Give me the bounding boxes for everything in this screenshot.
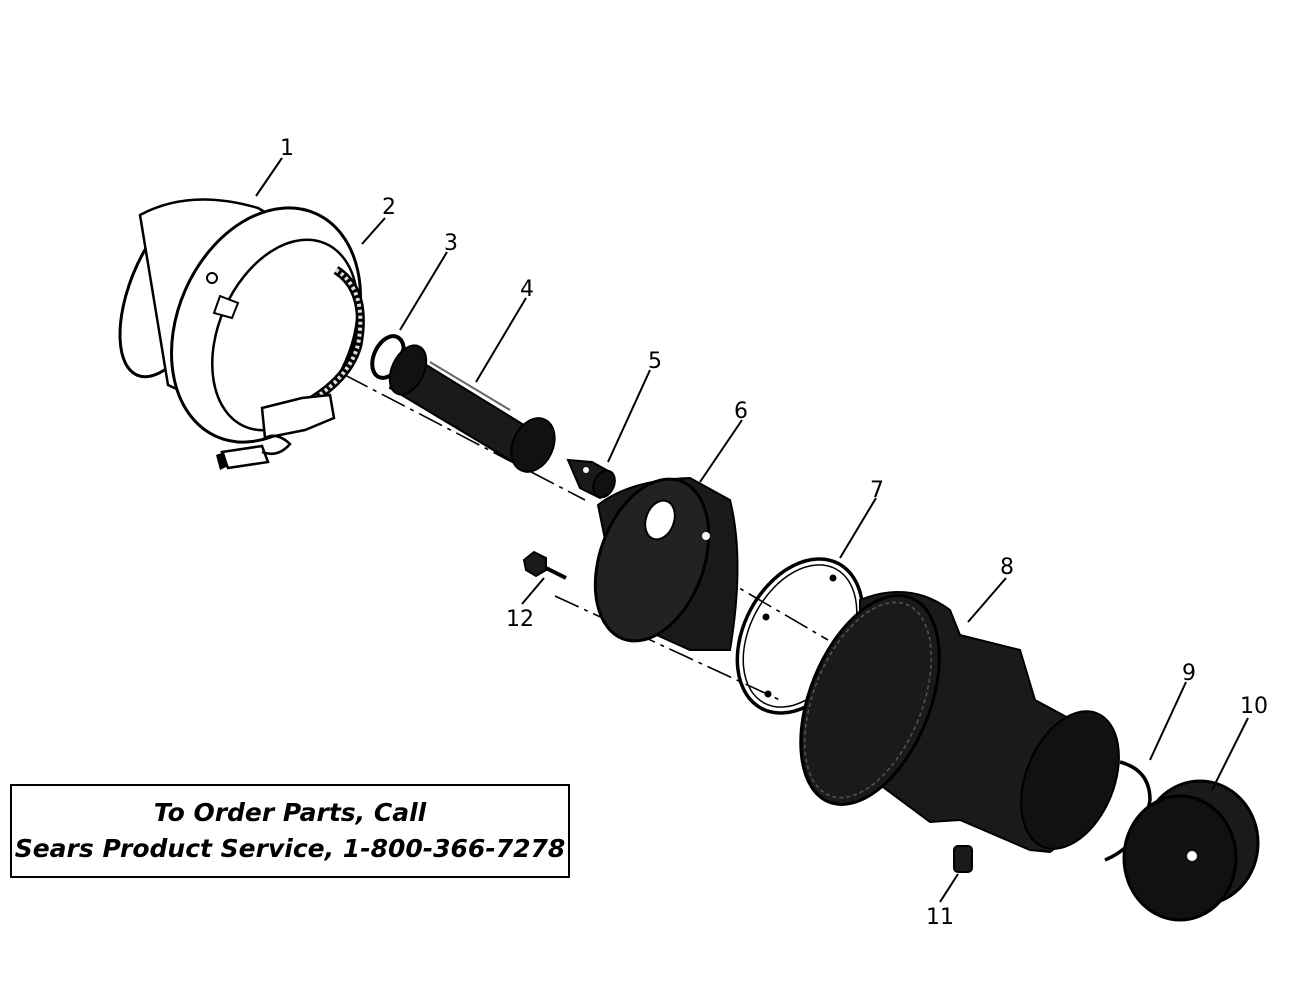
leader-5 — [607, 369, 651, 463]
part-4-tube — [388, 344, 556, 473]
part-2-clamp — [216, 266, 365, 470]
callout-7: 7 — [870, 478, 884, 503]
part-11-plug — [953, 845, 973, 873]
part-8-body — [799, 591, 1120, 854]
callout-12: 12 — [506, 607, 534, 632]
callout-3: 3 — [444, 231, 458, 256]
order-parts-line-1: To Order Parts, Call — [153, 798, 427, 827]
leader-12 — [521, 577, 545, 605]
leader-7 — [839, 497, 877, 559]
leader-11 — [939, 873, 959, 903]
part-1-housing — [118, 198, 362, 444]
leader-6 — [699, 419, 743, 483]
callout-5: 5 — [648, 349, 662, 374]
callout-8: 8 — [1000, 555, 1014, 580]
callout-11: 11 — [926, 905, 954, 930]
part-5-fitting — [566, 458, 616, 500]
leader-8 — [967, 577, 1007, 623]
leader-10 — [1211, 717, 1249, 791]
assembly-centerline — [269, 335, 829, 641]
part-6-bracket — [593, 476, 739, 651]
callout-10: 10 — [1240, 694, 1268, 719]
leader-4 — [475, 297, 527, 383]
leader-2 — [361, 217, 386, 245]
part-12-bolt — [522, 550, 567, 580]
order-parts-line-2: Sears Product Service, 1-800-366-7278 — [14, 834, 566, 863]
callout-4: 4 — [520, 277, 534, 302]
callout-9: 9 — [1182, 661, 1196, 686]
leader-3 — [399, 251, 448, 331]
callout-1: 1 — [280, 136, 294, 161]
order-parts-box: To Order Parts, Call Sears Product Servi… — [10, 784, 570, 878]
callout-2: 2 — [382, 195, 396, 220]
leader-9 — [1149, 681, 1187, 761]
leader-1 — [255, 157, 283, 197]
part-10-end-cap — [1122, 779, 1260, 922]
callout-6: 6 — [734, 399, 748, 424]
part-9-o-ring — [1104, 760, 1152, 862]
